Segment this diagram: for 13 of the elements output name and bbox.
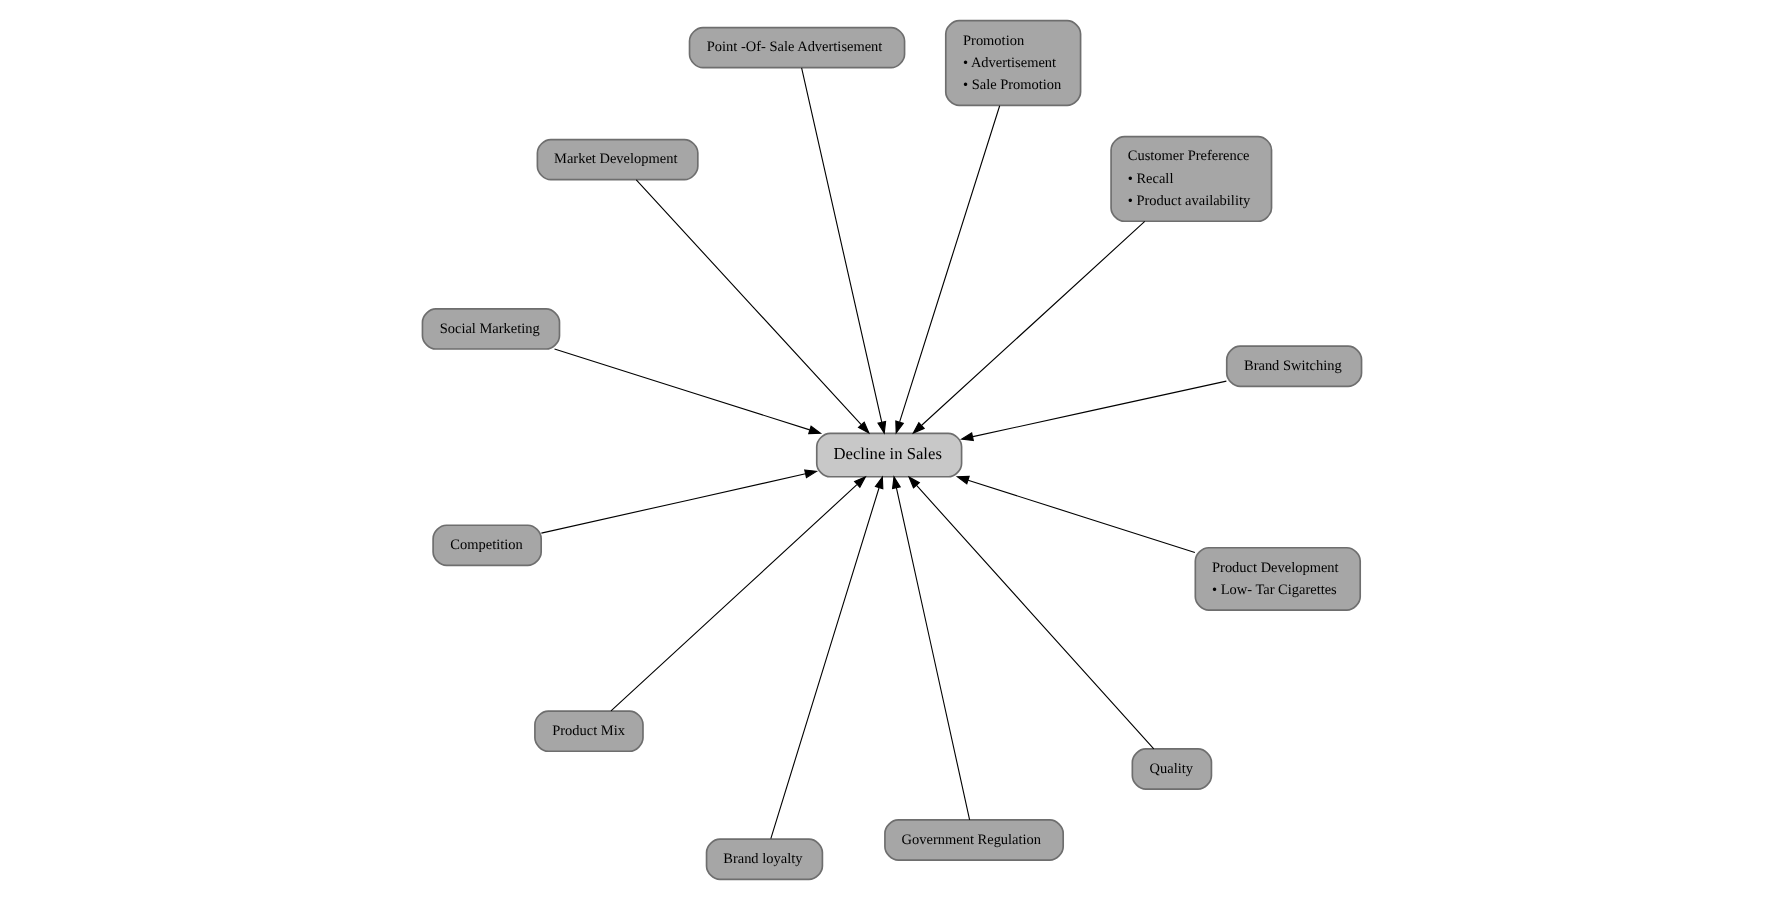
arrow [634, 179, 870, 435]
arrow [769, 475, 883, 840]
arrow [539, 469, 818, 534]
arrow [911, 220, 1145, 435]
arrow [958, 380, 1226, 442]
arrow [800, 67, 886, 435]
arrow [552, 348, 822, 435]
arrow [609, 475, 866, 712]
arrow [954, 475, 1195, 554]
arrow [890, 475, 970, 821]
arrow [894, 105, 1000, 435]
node-box: Decline in Sales [814, 432, 962, 478]
arrow [906, 475, 1154, 750]
